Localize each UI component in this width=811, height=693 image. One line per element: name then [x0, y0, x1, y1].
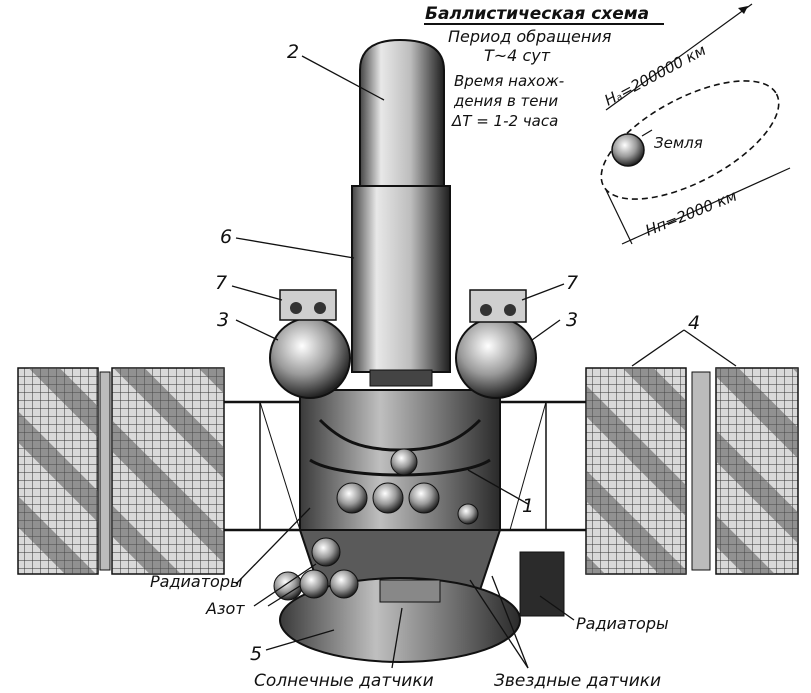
apogee-arrow: [738, 6, 748, 14]
nitrogen-tanks: [273, 569, 359, 601]
label-sun-sensors: Солнечные датчики: [254, 671, 434, 691]
telescope-tube: [351, 38, 451, 387]
perigee-tick: [605, 189, 633, 245]
gas-spheres: [311, 448, 479, 567]
label-radiators-left: Радиаторы: [150, 572, 243, 591]
label-radiators-right: Радиаторы: [576, 614, 669, 633]
apogee-label: Hₐ=200000 км: [601, 41, 708, 110]
orbit-ellipse: [600, 80, 780, 200]
callout-4: 4: [688, 312, 700, 334]
solar-panel-left: [17, 367, 225, 575]
ballistic-title: Баллистическая схема: [425, 4, 649, 24]
period-value: T~4 сут: [484, 46, 551, 65]
callout-6: 6: [220, 226, 232, 248]
ballistic-scheme: Баллистическая схема Период обращения T~…: [424, 3, 791, 245]
side-sphere-right: [455, 289, 537, 399]
radiator-panel-right: [519, 551, 565, 617]
perigee-label: Hп=2000 км: [643, 187, 740, 240]
perigee-dimension-line: [621, 167, 791, 245]
callout-1: 1: [522, 495, 534, 517]
solar-panel-right: [585, 367, 799, 575]
instrument-block-left: [279, 289, 337, 321]
side-sphere-left: [269, 289, 351, 399]
callout-7-right: 7: [566, 272, 578, 294]
spacecraft-body: [279, 389, 565, 663]
leader-lines: [231, 55, 737, 669]
callout-2: 2: [287, 41, 299, 63]
earth-label: Земля: [654, 134, 703, 152]
shadow-text-1: Время нахож-: [454, 72, 564, 90]
period-label: Период обращения: [448, 27, 612, 46]
callout-5: 5: [250, 643, 262, 665]
sun-sensor-block: [379, 579, 441, 603]
earth-icon: [611, 133, 645, 167]
instrument-block-right: [469, 289, 527, 323]
shadow-text-2: дения в тени: [453, 92, 558, 110]
earth-leader: [641, 129, 653, 137]
label-nitrogen: Азот: [205, 599, 245, 618]
callout-7-left: 7: [215, 272, 227, 294]
shadow-text-3: ΔT = 1-2 часа: [451, 112, 558, 130]
callout-3-left: 3: [217, 309, 229, 331]
label-star-sensors: Звездные датчики: [494, 671, 661, 691]
callout-3-right: 3: [566, 309, 578, 331]
apogee-dimension-line: [605, 3, 753, 111]
